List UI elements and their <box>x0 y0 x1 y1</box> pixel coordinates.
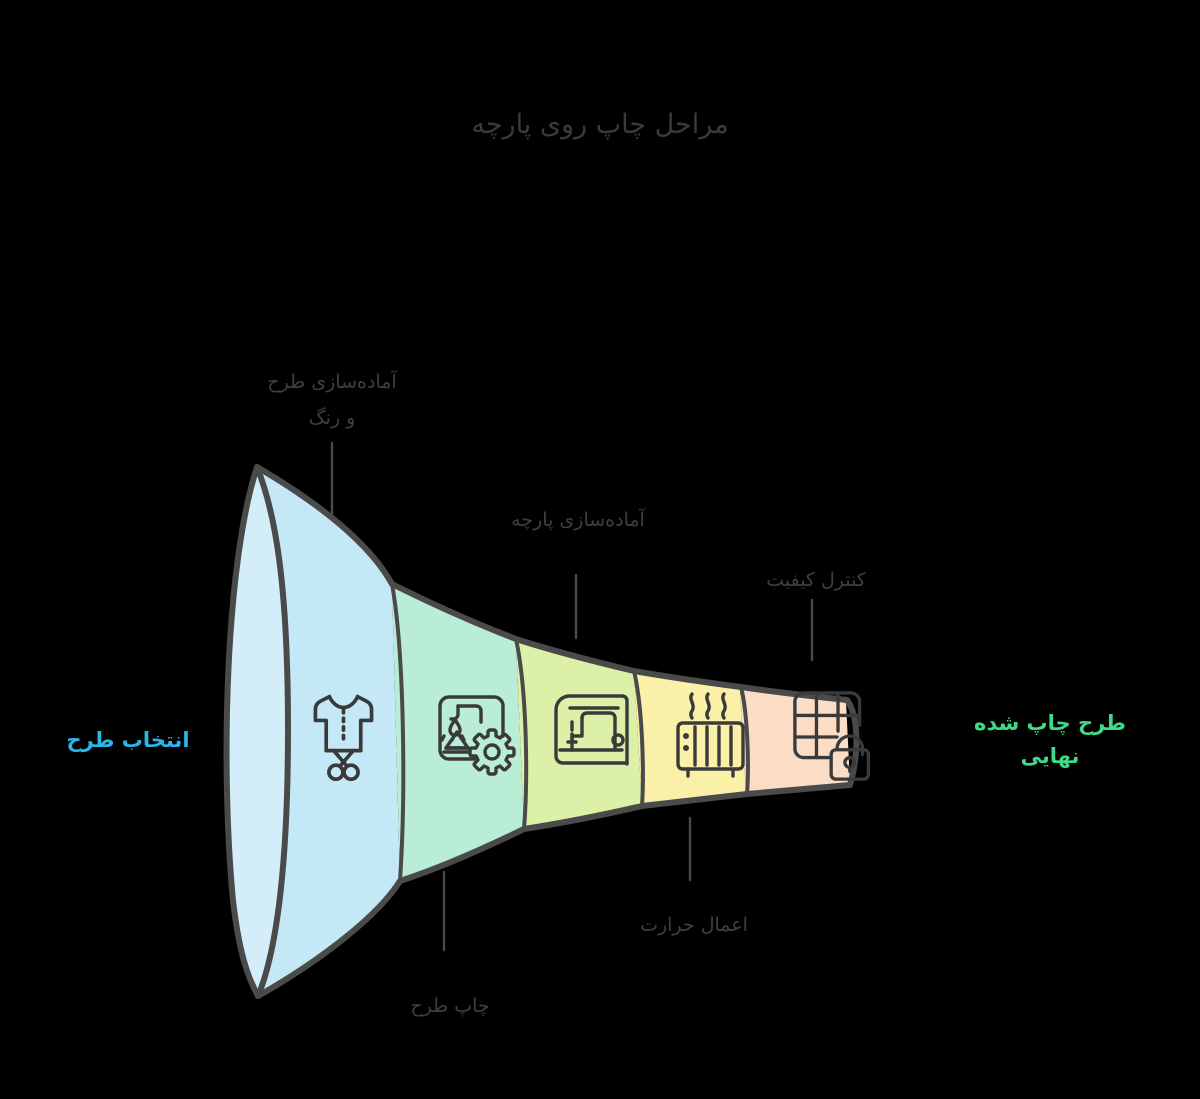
endpoint-right-label: طرح چاپ شده نهایی <box>974 711 1126 768</box>
stage-1-label: آماده‌سازی طرح و رنگ <box>267 369 397 429</box>
funnel-divider-1 <box>390 583 406 882</box>
endpoint-right-label-line1: طرح چاپ شده <box>974 711 1126 735</box>
funnel-mouth-outer <box>223 464 261 999</box>
page-title: مراحل چاپ روی پارچه <box>471 109 728 140</box>
funnel-segment-1[interactable] <box>228 468 400 995</box>
printing-machine-icon <box>554 694 629 766</box>
stage-5-label: کنترل کیفیت <box>766 569 867 591</box>
funnel-top-edge <box>254 464 850 703</box>
stage-2-label-line1: چاپ طرح <box>410 995 489 1017</box>
stage-4-label: اعمال حرارت <box>640 914 748 936</box>
funnel-segment-4[interactable] <box>634 672 746 805</box>
endpoint-right-label-line2: نهایی <box>1021 744 1080 768</box>
tshirt-scissors-icon <box>313 694 374 782</box>
heater-icon <box>676 692 745 778</box>
stage-2-label: چاپ طرح <box>410 995 489 1017</box>
stage-4-label-line1: اعمال حرارت <box>640 914 748 936</box>
stage-1-label-line2: و رنگ <box>309 407 356 429</box>
grid-lock-icon <box>793 691 871 781</box>
funnel-right-cap <box>844 697 860 788</box>
stage-1-label-line1: آماده‌سازی طرح <box>267 369 397 393</box>
funnel-divider-2 <box>514 638 529 830</box>
endpoint-left-label: انتخاب طرح <box>66 728 189 752</box>
stage-5-label-line1: کنترل کیفیت <box>766 569 867 591</box>
stage-3-label: آماده‌سازی پارچه <box>511 507 645 531</box>
funnel-segment-3[interactable] <box>516 640 642 828</box>
funnel-divider-4 <box>739 686 750 795</box>
fabric-print-gear-icon <box>438 695 516 776</box>
funnel-bottom-edge <box>255 782 853 999</box>
funnel-divider-3 <box>632 670 645 807</box>
funnel-mouth-inner <box>254 464 291 999</box>
stage-3-label-line1: آماده‌سازی پارچه <box>511 507 645 531</box>
